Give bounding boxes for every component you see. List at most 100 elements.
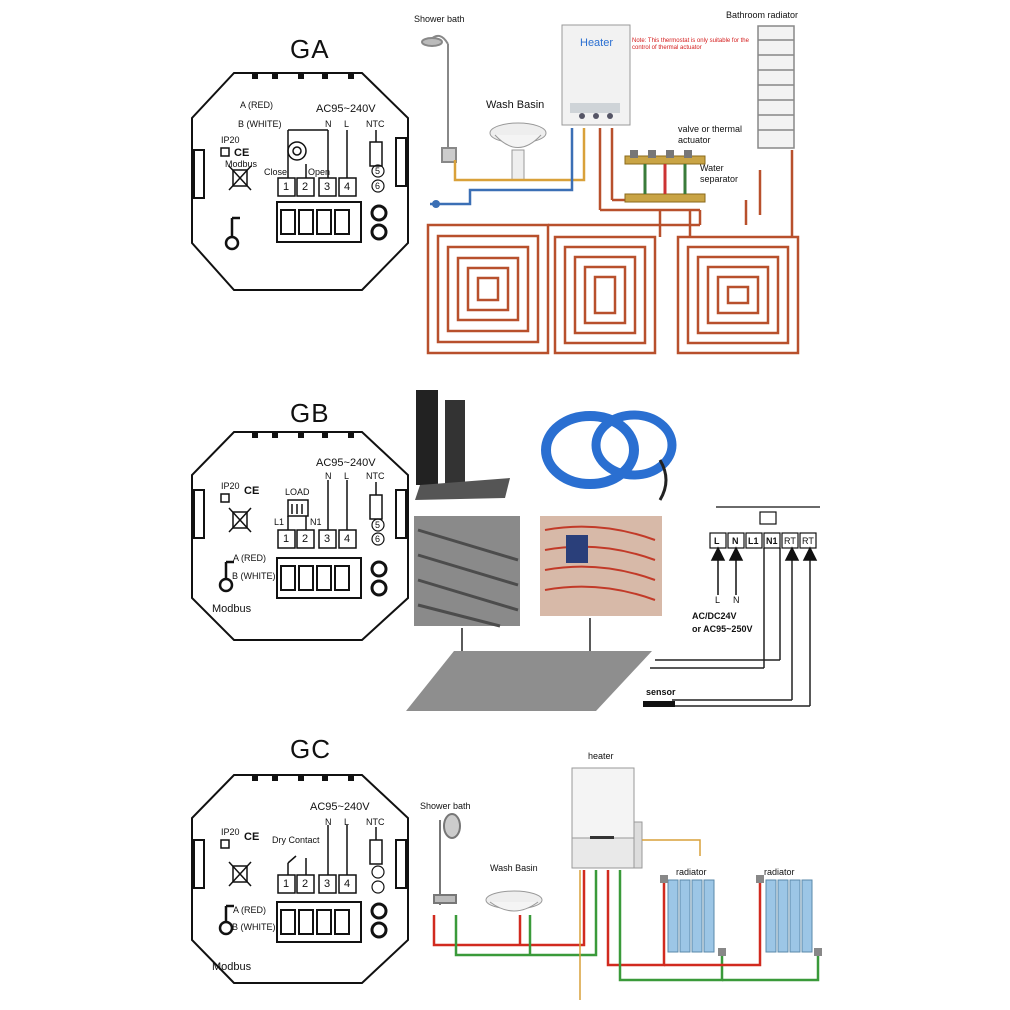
ga-right-tab <box>395 137 407 187</box>
ga-voltage-label: AC95~240V <box>316 103 376 115</box>
ga-wiring <box>287 129 383 178</box>
gb-terminal-n: N <box>732 536 739 546</box>
gb-sensor-probe <box>643 701 675 707</box>
gc-radiator-1-label: radiator <box>676 867 707 877</box>
gb-weee-icon <box>228 507 252 533</box>
ga-top-notches <box>252 73 354 79</box>
gb-terminal-rt2: RT <box>802 536 814 546</box>
gb-terminal-l1: L1 <box>748 536 759 546</box>
gc-wire-a-label: A (RED) <box>233 905 267 915</box>
gb-arrow-n-label: N <box>733 595 740 605</box>
gb-modbus-label: Modbus <box>212 603 252 615</box>
ga-towel-radiator <box>757 25 795 149</box>
gc-right-tab <box>395 839 407 889</box>
gc-ce-mark: CE <box>244 831 260 843</box>
gb-wire-a-label: A (RED) <box>233 553 267 563</box>
gb-cable-floor-photo <box>540 516 662 616</box>
gb-title: GB <box>290 398 330 428</box>
gc-modbus-label: Modbus <box>212 961 252 973</box>
ga-terminal-2: 2 <box>302 181 309 193</box>
ga-open-label: Open <box>308 167 331 177</box>
ga-terminal-1: 1 <box>283 181 290 193</box>
gc-basin-label: Wash Basin <box>490 863 538 873</box>
gc-ntc-circles <box>371 865 385 894</box>
ga-left-tab <box>193 149 205 199</box>
gc-key-icon <box>218 904 234 936</box>
ga-ip20-label: IP20 <box>221 135 240 145</box>
gc-radiator-2 <box>765 879 813 953</box>
gc-terminal-3: 3 <box>324 878 331 890</box>
gb-round-terminals <box>370 560 388 597</box>
gc-wiring <box>287 825 383 875</box>
ga-weee-icon <box>228 165 252 191</box>
ga-shower-label: Shower bath <box>414 14 465 24</box>
gc-terminal-block <box>276 901 362 943</box>
gc-top-notches <box>252 775 354 781</box>
ga-terminal-3: 3 <box>324 181 331 193</box>
gc-pipes <box>432 839 820 1000</box>
gb-connection-lines <box>461 548 811 707</box>
ga-separator-graphic <box>624 150 706 203</box>
gb-graphics <box>191 382 820 711</box>
gc-shower-graphic <box>433 813 461 905</box>
gc-ip20-square <box>220 839 230 849</box>
gb-supply-label-2: or AC95~250V <box>692 624 753 634</box>
gb-supply-arrows <box>710 546 818 595</box>
ga-ntc-circles <box>371 164 385 193</box>
gc-basin-graphic <box>485 890 543 912</box>
gb-key-icon <box>218 560 234 593</box>
gb-sensor-label: sensor <box>646 687 676 697</box>
section-gb: GB IP20 CE AC95~240V N L NTC LOAD L1 N1 … <box>0 370 1010 730</box>
ga-heater-label: Heater <box>580 37 614 49</box>
gb-terminal-1: 1 <box>283 533 290 545</box>
ga-cold-inlet <box>432 200 440 208</box>
section-gc: GC AC95~240V N L NTC IP20 CE Dry Contact… <box>0 730 1010 1010</box>
ga-wire-b-label: B (WHITE) <box>238 119 282 129</box>
gb-terminal-n1: N1 <box>766 536 778 546</box>
gb-supply-label-1: AC/DC24V <box>692 611 737 621</box>
gb-ip20-square <box>220 493 230 503</box>
gb-ce-mark: CE <box>244 485 260 497</box>
gc-heater-graphic <box>571 767 643 869</box>
ga-close-label: Close <box>264 167 288 177</box>
gb-thermostat-outline <box>191 431 409 641</box>
gb-n-label: N <box>325 471 332 481</box>
ga-basin-label: Wash Basin <box>486 99 545 111</box>
ga-ce-mark: CE <box>234 147 250 159</box>
ga-key-icon <box>224 216 240 251</box>
gc-valves <box>660 875 822 956</box>
ga-valve-label: valve or thermal actuator <box>678 124 743 145</box>
ga-floor-loops <box>426 210 800 355</box>
gc-wire-b-label: B (WHITE) <box>232 922 276 932</box>
gc-l-label: L <box>344 817 350 827</box>
ga-radiator-label: Bathroom radiator <box>726 10 799 20</box>
gb-terminal-2: 2 <box>302 533 309 545</box>
gb-l-label: L <box>344 471 350 481</box>
ga-modbus-label: Modbus <box>225 159 258 169</box>
gb-left-tab <box>193 489 205 539</box>
ga-ntc-label: NTC <box>366 119 385 129</box>
gb-l1-label: L1 <box>274 517 285 527</box>
ga-terminal-6: 6 <box>375 181 381 191</box>
gb-arrow-l-label: L <box>715 595 721 605</box>
gb-film-floor-photo <box>414 516 520 628</box>
gb-terminal-block <box>276 557 362 599</box>
gb-film-rolls <box>410 382 515 507</box>
gc-voltage-label: AC95~240V <box>310 801 370 813</box>
ga-terminal-4: 4 <box>344 181 351 193</box>
gc-dry-contact-label: Dry Contact <box>272 835 320 845</box>
gb-n1-label: N1 <box>310 517 322 527</box>
gb-terminal-l: L <box>714 536 720 546</box>
gb-ntc-circles <box>371 518 385 546</box>
gc-heater-label: heater <box>588 751 614 761</box>
gc-title: GC <box>290 734 331 764</box>
ga-thermostat-outline <box>191 72 409 291</box>
ga-terminal-5: 5 <box>375 166 381 176</box>
gc-radiator-1 <box>667 879 715 953</box>
gc-shower-label: Shower bath <box>420 801 471 811</box>
gc-terminal-2: 2 <box>302 878 309 890</box>
gc-ip20-label: IP20 <box>221 827 240 837</box>
gc-weee-icon <box>228 861 252 887</box>
gc-round-terminals <box>370 902 388 939</box>
ga-shower-graphic <box>421 34 457 163</box>
